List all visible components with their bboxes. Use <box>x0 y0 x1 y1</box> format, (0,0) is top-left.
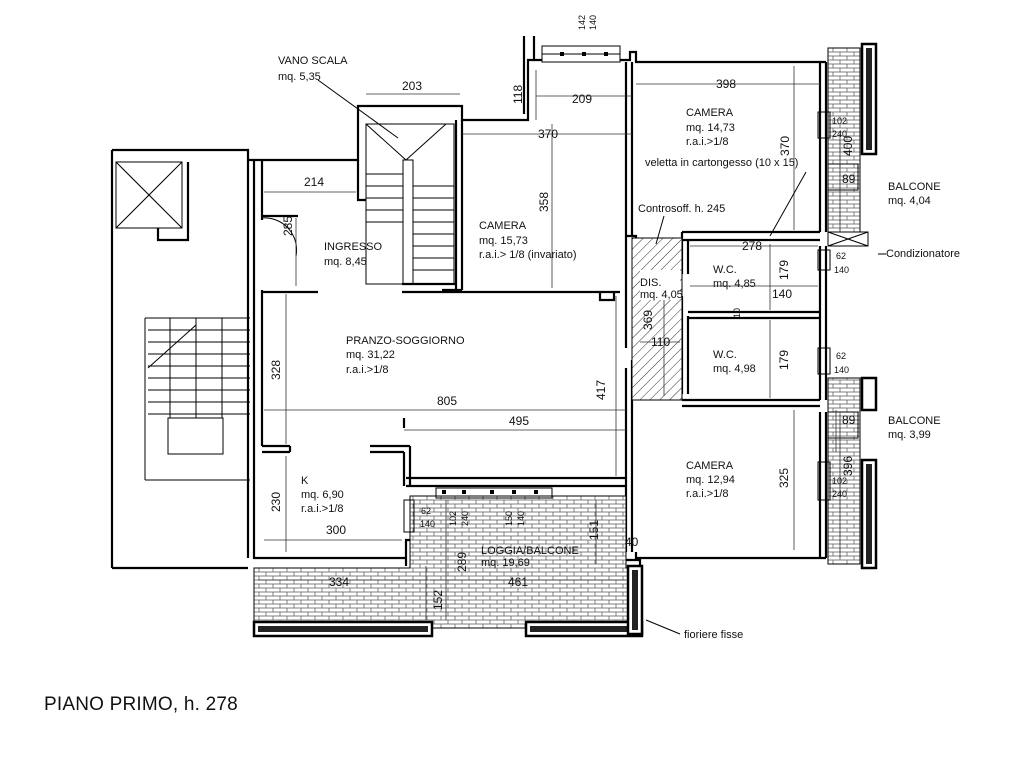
balcone1-name: BALCONE <box>888 181 941 193</box>
camera1-area: mq. 15,73 <box>479 235 528 247</box>
dim-417: 417 <box>594 380 608 400</box>
ingresso-area: mq. 8,45 <box>324 256 367 268</box>
dim-89a: 89 <box>842 172 856 186</box>
dim-805: 805 <box>437 394 457 408</box>
dim-203: 203 <box>402 79 422 93</box>
camera3-area: mq. 12,94 <box>686 474 735 486</box>
pranzo-name: PRANZO-SOGGIORNO <box>346 335 465 347</box>
dim-62c: 62 <box>421 506 431 516</box>
dim-118: 118 <box>511 85 525 104</box>
dim-102b: 102 <box>832 476 847 486</box>
dim-209: 209 <box>572 92 592 106</box>
dim-334: 334 <box>329 575 349 589</box>
dim-461: 461 <box>508 575 528 589</box>
dim-140b: 140 <box>772 287 792 301</box>
dim-278: 278 <box>742 239 762 253</box>
dim-140f: 140 <box>516 511 526 526</box>
dim-396: 396 <box>841 456 855 476</box>
dim-285: 285 <box>281 216 295 236</box>
dim-179a: 179 <box>777 260 791 280</box>
balcone-upper <box>827 42 878 247</box>
ingresso-name: INGRESSO <box>324 241 383 253</box>
dim-102c: 102 <box>448 511 458 526</box>
pranzo-area: mq. 31,22 <box>346 349 395 361</box>
wc1-name: W.C. <box>713 264 737 276</box>
dim-289: 289 <box>455 552 469 572</box>
camera2-area: mq. 14,73 <box>686 122 735 134</box>
dim-140a: 140 <box>588 15 598 30</box>
dim-152: 152 <box>431 590 445 610</box>
neighbour-stair-block <box>110 148 250 570</box>
condizionatore-note: Condizionatore <box>886 248 960 260</box>
loggia-name: LOGGIA/BALCONE <box>481 545 579 557</box>
camera3-rai: r.a.i.>1/8 <box>686 488 729 500</box>
dim-110: 110 <box>651 335 670 349</box>
dim-325: 325 <box>777 468 791 488</box>
dim-10: 10 <box>732 308 742 318</box>
floor-title: PIANO PRIMO, h. 278 <box>44 694 238 715</box>
dim-89b: 89 <box>842 413 856 427</box>
dis-hatched-area <box>631 237 683 401</box>
vano-scala-area: mq. 5,35 <box>278 71 321 83</box>
dim-300: 300 <box>326 523 346 537</box>
camera3-name: CAMERA <box>686 460 734 472</box>
dim-140e: 140 <box>420 519 435 529</box>
k-rai: r.a.i.>1/8 <box>301 503 344 515</box>
dim-240b: 240 <box>832 489 847 499</box>
dimension-labels: 203 209 118 142 140 398 370 370 358 214 … <box>269 15 856 610</box>
dim-400: 400 <box>841 136 855 156</box>
dim-140d: 140 <box>834 365 849 375</box>
dim-140c: 140 <box>834 265 849 275</box>
wc1-area: mq. 4,85 <box>713 278 756 290</box>
entrance-door-swing <box>261 217 298 257</box>
dim-370b: 370 <box>778 136 792 156</box>
dim-240c: 240 <box>460 511 470 526</box>
dim-369: 369 <box>641 310 655 330</box>
dim-240a: 240 <box>832 129 847 139</box>
vano-scala-name: VANO SCALA <box>278 55 348 67</box>
stair-treads <box>147 318 250 455</box>
k-name: K <box>301 475 309 487</box>
dim-40: 40 <box>625 535 639 549</box>
dim-179b: 179 <box>777 350 791 370</box>
camera2-rai: r.a.i.>1/8 <box>686 136 729 148</box>
dis-area: mq. 4,05 <box>640 289 683 301</box>
dis-name: DIS. <box>640 277 661 289</box>
room-labels: VANO SCALA mq. 5,35 INGRESSO mq. 8,45 CA… <box>278 55 960 641</box>
dimension-lines <box>258 66 886 635</box>
dim-150: 150 <box>504 511 514 526</box>
camera2-name: CAMERA <box>686 107 734 119</box>
wc2-area: mq. 4,98 <box>713 363 756 375</box>
loggia-area: mq. 19,69 <box>481 557 530 569</box>
veletta-note: veletta in cartongesso (10 x 15) <box>645 157 798 169</box>
wc2-name: W.C. <box>713 349 737 361</box>
balcone-lower <box>827 376 878 570</box>
balcone2-name: BALCONE <box>888 415 941 427</box>
fioriere-note: fioriere fisse <box>684 629 743 641</box>
window-markers <box>403 45 859 533</box>
controsoffitto-note: Controsoff. h. 245 <box>638 203 725 215</box>
dim-151: 151 <box>587 520 601 540</box>
dim-358: 358 <box>537 192 551 212</box>
dim-495: 495 <box>509 414 529 428</box>
dim-328: 328 <box>269 360 283 380</box>
camera1-rai: r.a.i.> 1/8 (invariato) <box>479 249 577 261</box>
k-area: mq. 6,90 <box>301 489 344 501</box>
dim-230: 230 <box>269 492 283 512</box>
loggia-balcone <box>252 495 644 638</box>
dim-142: 142 <box>577 15 587 30</box>
camera1-name: CAMERA <box>479 220 527 232</box>
dim-102a: 102 <box>832 116 847 126</box>
balcone1-area: mq. 4,04 <box>888 195 931 207</box>
dim-62b: 62 <box>836 351 846 361</box>
dim-62a: 62 <box>836 251 846 261</box>
pranzo-rai: r.a.i.>1/8 <box>346 364 389 376</box>
balcone2-area: mq. 3,99 <box>888 429 931 441</box>
dim-214: 214 <box>304 175 324 189</box>
dim-370a: 370 <box>538 127 558 141</box>
vano-scala-stairs <box>365 123 455 285</box>
dim-398: 398 <box>716 77 736 91</box>
